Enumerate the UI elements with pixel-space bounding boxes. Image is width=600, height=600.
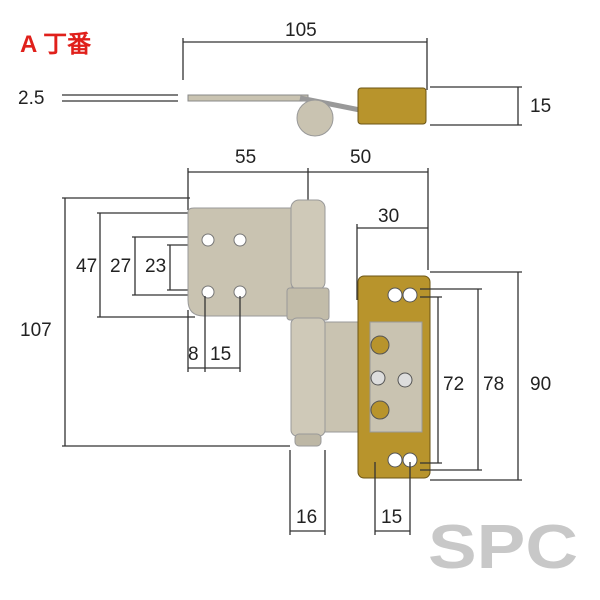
dim-90: 90 — [530, 374, 551, 395]
screw-hole — [233, 233, 247, 247]
dim-47: 47 — [76, 256, 97, 277]
watermark: SPC — [428, 513, 578, 582]
dim-27: 27 — [110, 256, 131, 277]
screw-hole — [201, 285, 215, 299]
dim-15-bracket: 15 — [381, 507, 402, 528]
dim-2-5: 2.5 — [18, 88, 44, 109]
dim-23: 23 — [145, 256, 166, 277]
top-view: 105 2.5 15 — [18, 20, 551, 137]
dim-72: 72 — [443, 374, 464, 395]
dim-55: 55 — [235, 147, 256, 168]
dim-8: 8 — [188, 344, 199, 365]
dim-30: 30 — [378, 206, 399, 227]
bracket-hole — [387, 452, 403, 468]
dim-50: 50 — [350, 147, 371, 168]
dim-78: 78 — [483, 374, 504, 395]
bracket-hole — [387, 287, 403, 303]
upper-knuckle — [290, 199, 326, 291]
adjust-screw — [370, 400, 390, 420]
dim-15-holes: 15 — [210, 344, 231, 365]
dim-105: 105 — [285, 20, 317, 41]
screw-hole — [201, 233, 215, 247]
dim-16: 16 — [296, 507, 317, 528]
lower-knuckle — [290, 317, 326, 437]
pin-top — [296, 99, 334, 137]
leaf-edge — [187, 94, 309, 102]
title: A 丁番 — [20, 31, 92, 58]
adjust-screw — [370, 335, 390, 355]
front-view: 55 50 30 107 47 27 23 8 15 — [20, 147, 551, 535]
collar — [286, 287, 330, 321]
bracket-top — [357, 87, 427, 125]
dim-15-top: 15 — [530, 96, 551, 117]
dim-107: 107 — [20, 320, 52, 341]
